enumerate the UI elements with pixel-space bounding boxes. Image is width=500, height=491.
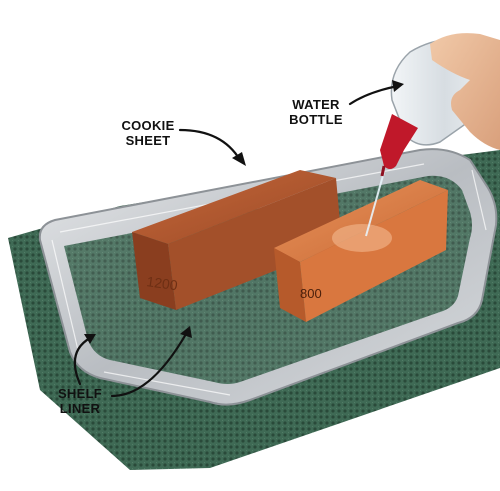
cookie-sheet-label-line2: SHEET <box>125 133 171 148</box>
water-bottle-label-line2: BOTTLE <box>289 112 343 127</box>
shelf-liner-arrow <box>73 336 92 386</box>
water-bottle-arrow <box>348 84 400 106</box>
shelf-liner-label: SHELF LINER <box>42 386 118 416</box>
stone-grit-label-800: 800 <box>300 286 322 301</box>
sharpening-stone-800 <box>274 180 448 322</box>
hand <box>430 33 500 150</box>
shelf-liner-label-line2: LINER <box>59 401 101 416</box>
cookie-sheet-label-line1: COOKIE <box>121 118 175 133</box>
sharpening-stone-1200 <box>132 170 342 310</box>
callout-arrows <box>73 84 400 398</box>
water-bottle-label: WATER BOTTLE <box>278 97 354 127</box>
cookie-sheet-arrow <box>178 128 242 162</box>
shelf-liner-label-line1: SHELF <box>57 386 103 401</box>
callout-arrowheads <box>84 80 404 344</box>
water-puddle <box>332 224 392 252</box>
stone-grit-label-1200: 1200 <box>146 273 179 293</box>
water-stream <box>365 171 385 237</box>
cookie-sheet-label: COOKIE SHEET <box>108 118 188 148</box>
water-bottle-label-line1: WATER <box>292 97 340 112</box>
shelf-liner-arrow-2 <box>110 332 188 398</box>
bottle-cap <box>380 114 418 169</box>
